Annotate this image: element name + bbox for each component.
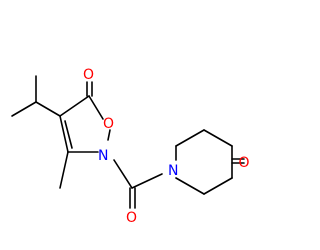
bond-c4-c5 (59, 95, 90, 117)
bond-c5-o-ring (88, 95, 104, 120)
bond-iPr-methyl-left (11, 101, 37, 117)
molecule-structure: O O N O N O (11, 67, 250, 226)
bond-n-o-ring (107, 129, 111, 141)
bond-c4-c3-single (59, 115, 69, 153)
bond-n-amide-c (113, 159, 133, 189)
atom-n-piperidine: N (168, 163, 178, 179)
atom-o-ring: O (103, 116, 114, 132)
atom-o-ketone: O (238, 155, 249, 171)
molecule-canvas: O O N O N O (11, 67, 250, 226)
bond-c3-methyl (59, 151, 69, 189)
bond-pip-c2-c3 (203, 177, 233, 195)
bond-pip-c5-c6 (175, 129, 205, 147)
bond-c4-c3-double (64, 120, 73, 149)
bond-pip-c4-c5 (203, 129, 233, 147)
atom-o-carbonyl-ring: O (83, 67, 94, 83)
bond-iPr-to-c4 (35, 101, 61, 117)
bond-amide-c-piperidine-n (131, 173, 163, 189)
atom-n-ring: N (98, 148, 108, 164)
atom-o-amide: O (126, 210, 137, 226)
bond-pip-n-c2 (175, 177, 205, 195)
